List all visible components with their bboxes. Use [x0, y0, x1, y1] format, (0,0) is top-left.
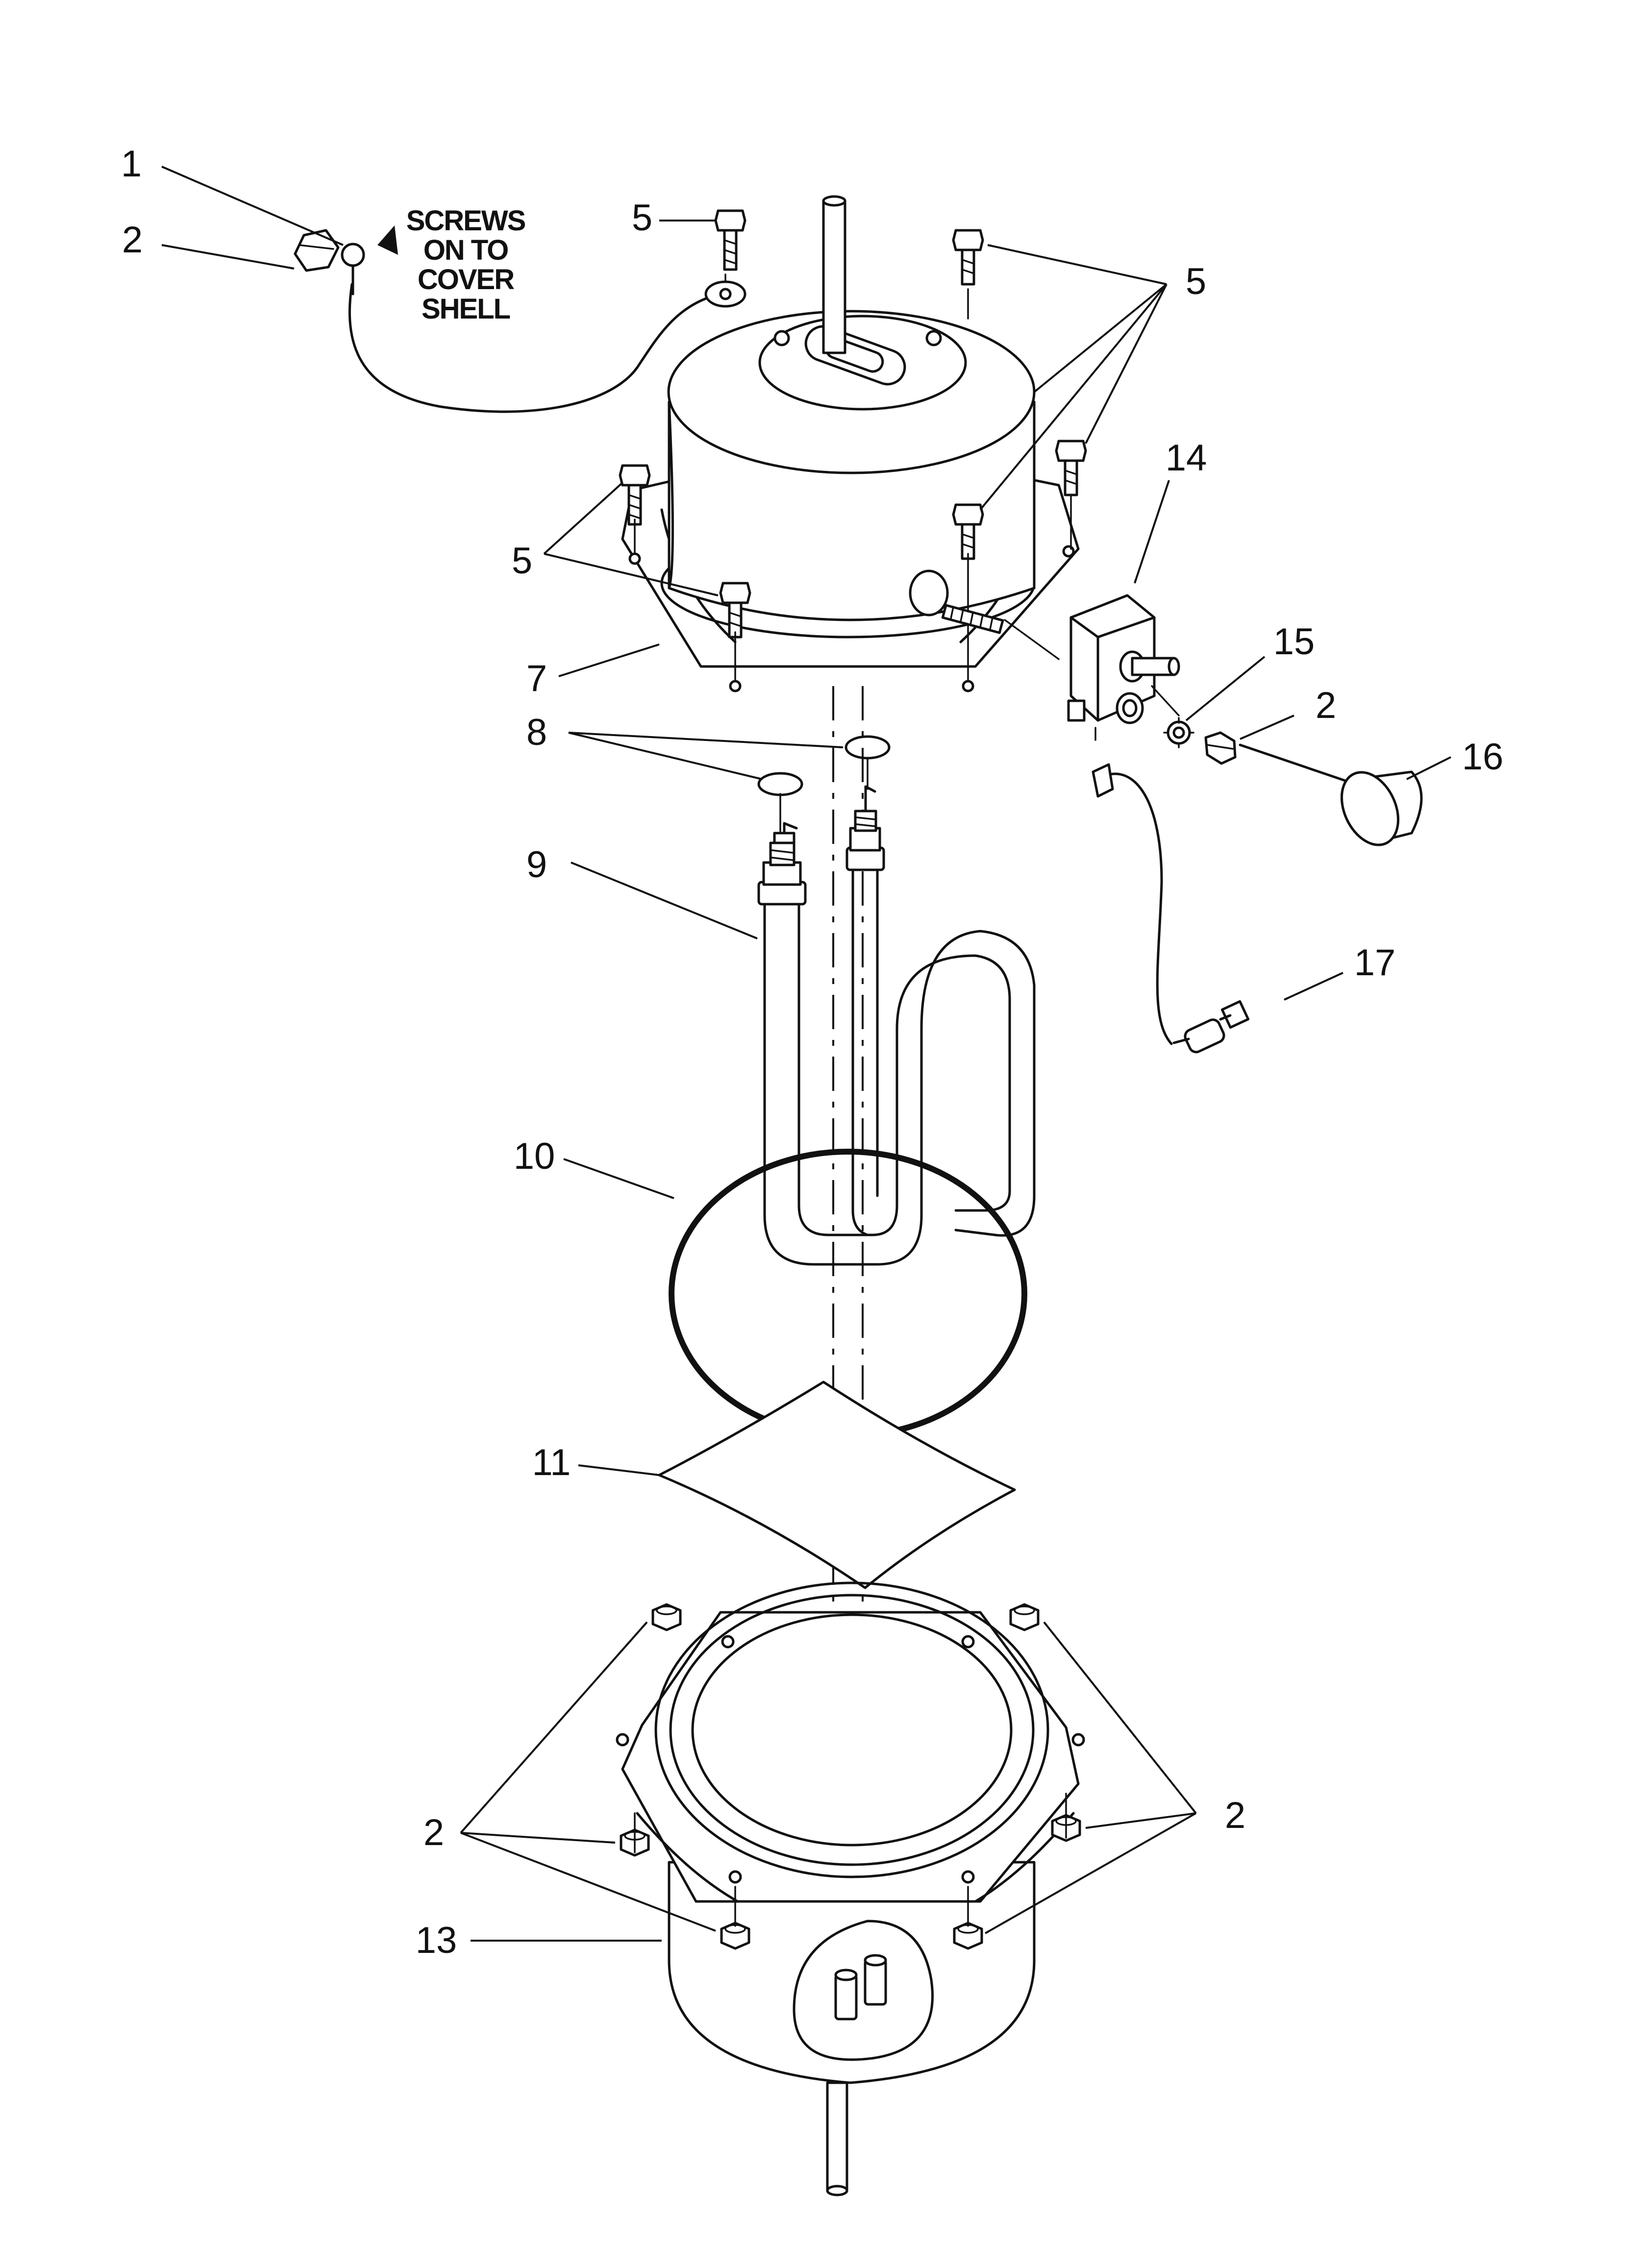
- o-rings: [757, 735, 891, 834]
- base-nuts: [620, 1603, 1081, 1950]
- note-line-3: COVER: [418, 264, 514, 296]
- gasket-ring: [669, 1149, 1027, 1439]
- note-line-1: SCREWS: [406, 205, 525, 237]
- callout-9: 9: [526, 844, 547, 886]
- callout-2-ground-nut: 2: [122, 219, 143, 261]
- callout-8: 8: [526, 712, 547, 753]
- callout-17: 17: [1354, 942, 1396, 984]
- star-washer: [1163, 717, 1194, 748]
- note-line-4: SHELL: [422, 293, 510, 325]
- note-line-2: ON TO: [423, 234, 508, 266]
- callout-15: 15: [1273, 621, 1315, 663]
- ground-nut: [294, 229, 340, 272]
- callout-13: 13: [416, 1920, 457, 1961]
- screws-note: SCREWS ON TO COVER SHELL: [406, 205, 526, 325]
- callout-1: 1: [121, 143, 142, 185]
- callout-5-single: 5: [632, 197, 652, 239]
- thermostat-switch: [909, 569, 1250, 1054]
- callout-5-left: 5: [512, 540, 532, 582]
- callout-7: 7: [526, 658, 547, 699]
- heating-element: [757, 785, 1036, 1266]
- callout-14: 14: [1166, 437, 1207, 479]
- callout-16: 16: [1462, 736, 1504, 778]
- switch-nut: [1204, 731, 1237, 765]
- tank-base: [616, 1581, 1085, 2196]
- note-pointer-icon: [377, 225, 398, 255]
- insulator-pad: [658, 1381, 1016, 1589]
- ground-wire: [341, 243, 746, 413]
- leader-lines: [161, 166, 1451, 1942]
- callout-10: 10: [514, 1135, 555, 1177]
- callout-labels: 1 2 5 5 14 5 15 7 2 8 16 9 17 10 11 2 2 …: [121, 143, 1503, 1961]
- callout-11: 11: [532, 1442, 571, 1483]
- callout-2-left: 2: [423, 1812, 444, 1853]
- callout-2-right: 2: [1225, 1795, 1245, 1836]
- callout-2-switch-nut: 2: [1316, 685, 1336, 726]
- callout-5-top-right: 5: [1186, 261, 1206, 302]
- motor-cover-shell: [621, 195, 1080, 692]
- knob: [1239, 743, 1423, 846]
